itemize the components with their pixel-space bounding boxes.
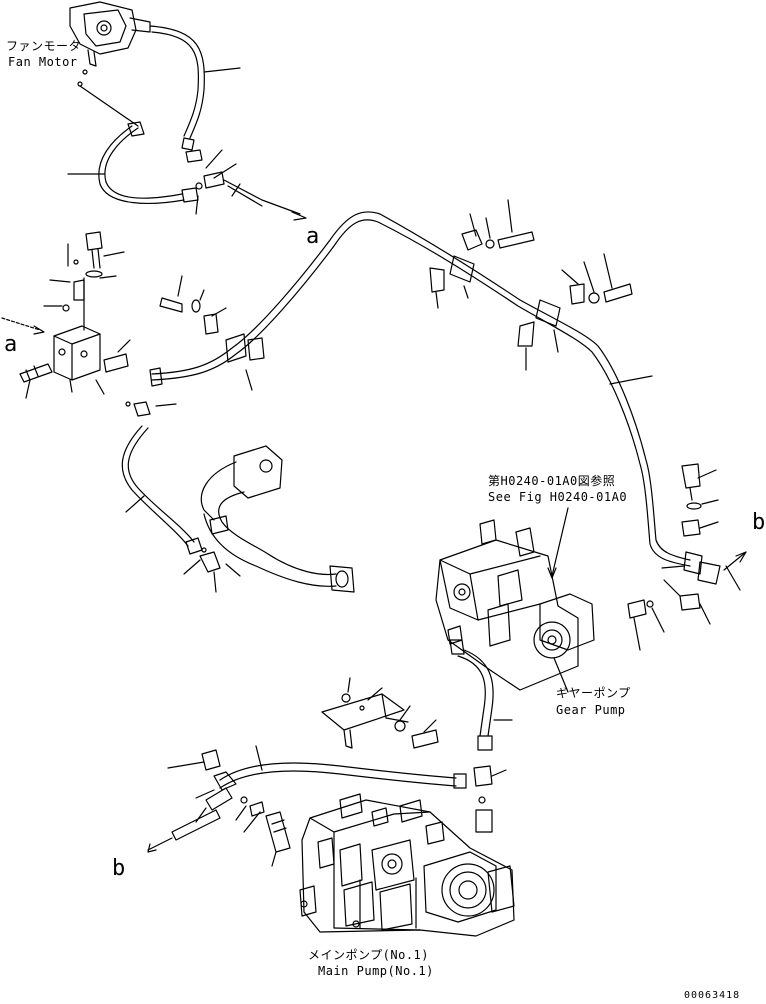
- ref-a-left: a: [4, 332, 18, 357]
- main-pump-assembly: [299, 793, 515, 937]
- fan-motor-hose-lower: [67, 85, 199, 204]
- gear-pump-assembly: [435, 507, 595, 693]
- ref-b-bottom: b: [112, 856, 126, 881]
- junction-hose-down: [121, 401, 241, 593]
- tube-clamp-hardware: [159, 199, 633, 391]
- gear-pump-label-jp: ギヤーポンプ: [556, 686, 631, 700]
- fan-motor-hose-upper: [149, 25, 241, 151]
- fan-motor-label-jp: ファンモータ: [6, 39, 82, 53]
- see-fig-label-en: See Fig H0240-01A0: [488, 490, 628, 504]
- gear-pump-label-en: Gear Pump: [556, 703, 626, 717]
- gear-pump-hose: [449, 639, 513, 833]
- long-steel-tube: [149, 211, 703, 575]
- ref-a-top: a: [306, 224, 320, 249]
- ref-b-right: b: [752, 510, 766, 535]
- fan-motor-label-en: Fan Motor: [8, 55, 78, 69]
- fan-motor: [69, 1, 151, 87]
- see-fig-label-jp: 第H0240-01A0図参照: [488, 474, 616, 488]
- main-pump-label-jp: メインポンプ(No.1): [308, 948, 429, 962]
- main-pump-hose: [147, 745, 467, 867]
- main-pump-label-en: Main Pump(No.1): [318, 964, 434, 978]
- junction-block: [1, 317, 131, 399]
- fan-motor-fittings: [185, 149, 307, 221]
- suction-elbow-pipe: [200, 445, 355, 593]
- right-fitting-cluster: [627, 463, 747, 651]
- drawing-number: 00063418: [684, 990, 741, 1001]
- junction-bolt: [43, 231, 125, 331]
- pump-bracket: [321, 677, 439, 749]
